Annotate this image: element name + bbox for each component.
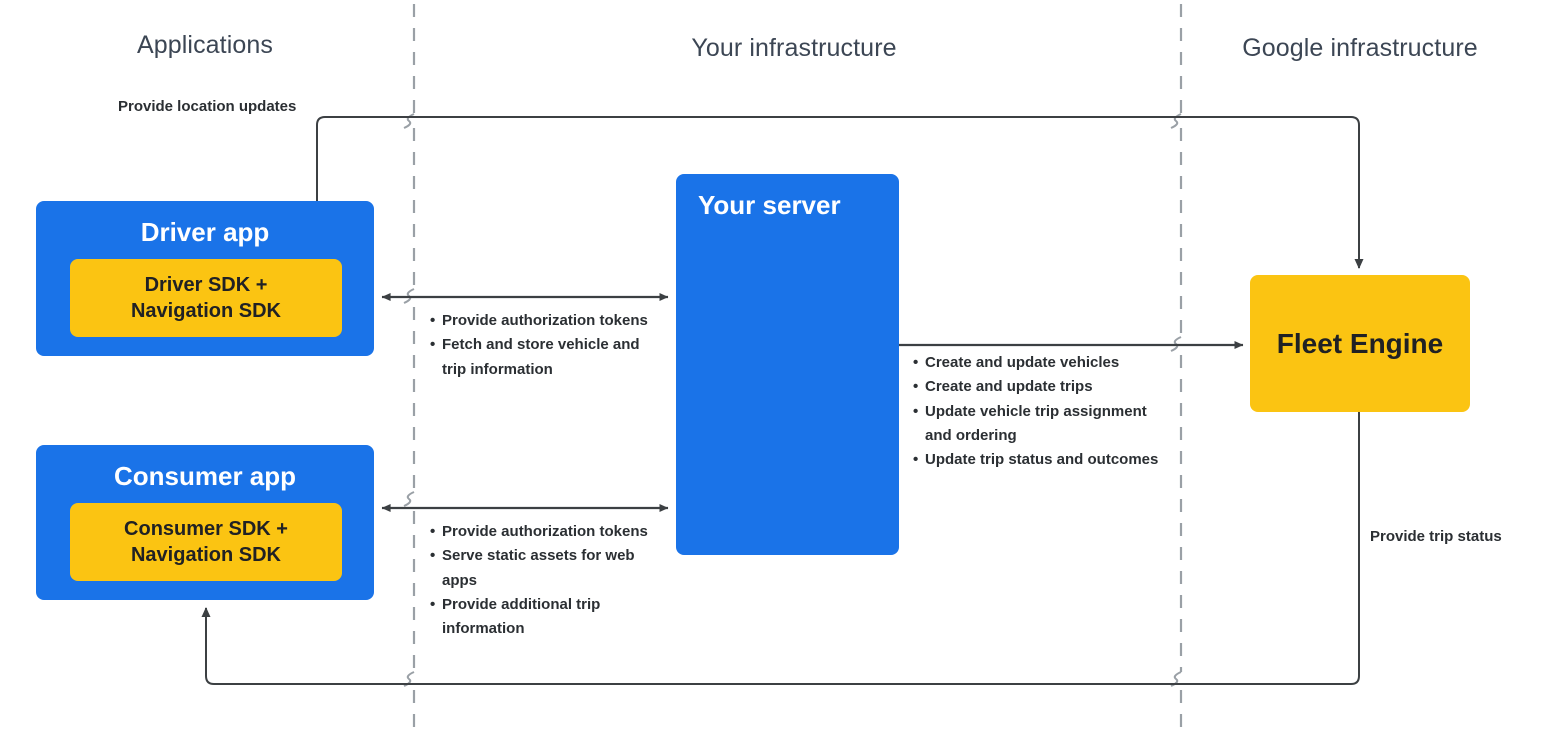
driver-sdk-line2: Navigation SDK	[130, 300, 282, 322]
node-fleet-engine-title: Fleet Engine	[1276, 327, 1444, 359]
node-driver-sdk: Driver SDK + Navigation SDK	[70, 259, 342, 337]
flow-item: Fetch and store vehicle and trip informa…	[430, 333, 660, 382]
flow-list-consumer-to-server: Provide authorization tokens Serve stati…	[430, 520, 660, 641]
column-header-your-infrastructure: Your infrastructure	[691, 34, 897, 62]
column-header-applications: Applications	[136, 31, 273, 59]
node-fleet-engine: Fleet Engine	[1250, 275, 1470, 412]
label-provide-trip-status: Provide trip status	[1370, 528, 1502, 545]
node-consumer-app-title: Consumer app	[113, 461, 297, 491]
node-your-server: Your server	[676, 174, 899, 555]
node-consumer-sdk: Consumer SDK + Navigation SDK	[70, 503, 342, 581]
consumer-sdk-line2: Navigation SDK	[130, 544, 282, 566]
node-consumer-app: Consumer app Consumer SDK + Navigation S…	[36, 445, 374, 600]
flow-item: Create and update vehicles	[913, 351, 1173, 376]
flow-item: Create and update trips	[913, 375, 1173, 400]
flow-item: Update trip status and outcomes	[913, 448, 1173, 473]
flow-item: Provide authorization tokens	[430, 309, 660, 334]
flow-item: Serve static assets for web apps	[430, 544, 660, 593]
label-provide-location-updates: Provide location updates	[118, 98, 297, 115]
flow-item: Provide additional trip information	[430, 593, 660, 642]
driver-sdk-line1: Driver SDK +	[144, 273, 268, 296]
flow-list-server-to-fleet-engine: Create and update vehicles Create and up…	[913, 351, 1173, 473]
consumer-sdk-line1: Consumer SDK +	[124, 517, 288, 540]
node-driver-app-title: Driver app	[140, 217, 270, 247]
flow-list-driver-to-server: Provide authorization tokens Fetch and s…	[430, 309, 660, 382]
node-driver-app: Driver app Driver SDK + Navigation SDK	[36, 201, 374, 356]
flow-item: Update vehicle trip assignment and order…	[913, 400, 1173, 449]
node-your-server-title: Your server	[698, 190, 841, 220]
column-header-google-infrastructure: Google infrastructure	[1242, 34, 1478, 62]
flow-item: Provide authorization tokens	[430, 520, 660, 545]
